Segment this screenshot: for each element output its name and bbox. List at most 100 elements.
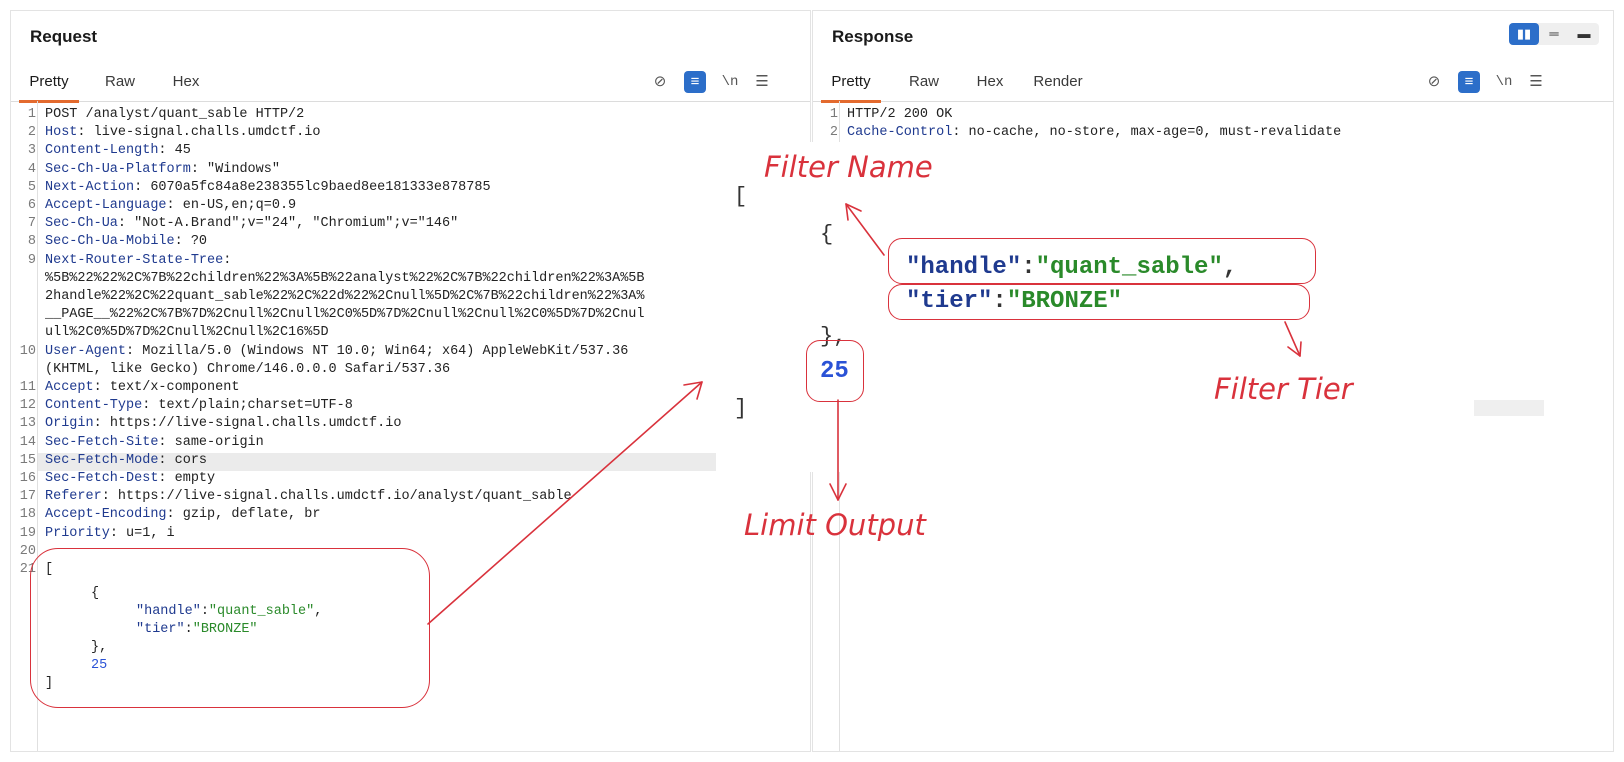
- single-view-icon[interactable]: ▬: [1577, 26, 1591, 41]
- header-value: https://live-signal.challs.umdctf.io/ana…: [109, 489, 572, 505]
- body-handle-line: "handle":"quant_sable",: [136, 604, 323, 619]
- line-number: 3: [27, 143, 36, 159]
- response-tab-raw[interactable]: Raw: [908, 73, 939, 90]
- line-number: 19: [19, 525, 36, 541]
- body-handle-key: "handle": [136, 604, 201, 619]
- code-line: Host: live-signal.challs.umdctf.io: [45, 125, 321, 141]
- header-name: Sec-Ch-Ua: [45, 216, 118, 232]
- line-number: 4: [27, 161, 36, 177]
- header-name: Accept-Language: [45, 198, 167, 213]
- line-number: 8: [27, 234, 36, 250]
- code-line: Accept: text/x-component: [45, 380, 240, 395]
- request-body-highlight-box: [30, 548, 430, 708]
- zoom-open-bracket: [: [734, 184, 748, 209]
- line-number: 1: [829, 107, 838, 122]
- header-name: Next-Action: [45, 179, 135, 195]
- code-line: Accept-Language: en-US,en;q=0.9: [45, 198, 297, 213]
- line-gutter: [37, 101, 38, 751]
- zoom-close-bracket: ]: [734, 396, 748, 421]
- word-wrap-icon[interactable]: ≡: [684, 71, 706, 93]
- header-value: cors: [166, 452, 208, 468]
- header-name: Host: [45, 125, 78, 141]
- header-name: Origin: [45, 416, 94, 432]
- line-number: 10: [19, 343, 36, 359]
- code-line: Sec-Ch-Ua: "Not-A.Brand";v="24", "Chromi…: [45, 216, 459, 232]
- header-value: en-US,en;q=0.9: [174, 198, 297, 213]
- header-name: Content-Type: [45, 398, 143, 414]
- filter-name-arrow: [845, 203, 885, 256]
- code-line: %5B%22%22%2C%7B%22children%22%3A%5B%22an…: [45, 270, 645, 286]
- header-name: Accept-Encoding: [45, 507, 167, 523]
- header-name: Accept: [45, 380, 94, 395]
- request-to-zoom-arrow: [427, 381, 703, 625]
- current-line-highlight: [38, 452, 718, 471]
- menu-icon[interactable]: ☰: [755, 73, 769, 90]
- arrowhead-icon: [829, 483, 847, 501]
- code-line: ull%2C0%5D%7D%2Cnull%2Cnull%2C16%5D: [45, 325, 329, 341]
- header-name: Cache-Control: [847, 125, 953, 141]
- code-line: Content-Length: 45: [45, 143, 191, 159]
- header-value: "Not-A.Brand";v="24", "Chromium";v="146": [126, 216, 459, 232]
- line-number: 14: [19, 434, 36, 450]
- body-tier-key: "tier": [136, 622, 185, 637]
- arrowhead-icon: [845, 203, 862, 221]
- header-name: Next-Router-State-Tree: [45, 252, 224, 268]
- limit-output-label: Limit Output: [744, 508, 926, 542]
- arrowhead-icon: [683, 381, 703, 400]
- response-tab-hex[interactable]: Hex: [976, 73, 1004, 90]
- header-name: Priority: [45, 525, 110, 541]
- line-number: 7: [27, 216, 36, 232]
- line-number: 20: [19, 543, 36, 559]
- code-line: __PAGE__%22%2C%7B%7D%2Cnull%2Cnull%2C0%5…: [45, 307, 645, 323]
- request-tab-hex[interactable]: Hex: [172, 73, 200, 90]
- body-limit: 25: [91, 658, 108, 673]
- header-value: 45: [166, 143, 191, 159]
- header-name: Sec-Fetch-Dest: [45, 471, 159, 486]
- word-wrap-icon[interactable]: ≡: [1458, 71, 1480, 93]
- zoom-handle-value: "quant_sable": [1035, 254, 1223, 281]
- response-tab-pretty[interactable]: Pretty: [821, 63, 881, 103]
- code-line: HTTP/2 200 OK: [847, 107, 953, 122]
- zoom-limit: 25: [820, 358, 849, 385]
- code-line: Accept-Encoding: gzip, deflate, br: [45, 507, 321, 523]
- header-name: Sec-Ch-Ua-Mobile: [45, 234, 175, 250]
- code-line: Cache-Control: no-cache, no-store, max-a…: [847, 125, 1342, 141]
- header-value: text/plain;charset=UTF-8: [150, 398, 353, 414]
- line-number: 16: [19, 471, 36, 486]
- request-title: Request: [30, 27, 98, 46]
- split-view-icon[interactable]: ▮▮: [1509, 23, 1539, 45]
- code-line: 2handle%22%2C%22quant_sable%22%2C%22d%22…: [45, 289, 645, 304]
- header-value: "Windows": [198, 161, 280, 177]
- header-name: User-Agent: [45, 343, 127, 359]
- request-tab-pretty[interactable]: Pretty: [19, 63, 79, 103]
- hide-nonprintable-icon[interactable]: ⊘: [1427, 73, 1441, 90]
- limit-highlight-box: [806, 340, 864, 402]
- zoom-handle-line: "handle":"quant_sable",: [906, 254, 1238, 281]
- zoom-tier-key: "tier": [906, 288, 993, 315]
- zoom-handle-key: "handle": [906, 254, 1022, 281]
- line-number: 6: [27, 198, 36, 213]
- line-number: 12: [19, 398, 36, 414]
- layout-toggle: ▮▮ ═ ▬: [1509, 23, 1599, 45]
- line-number: 2: [829, 125, 838, 141]
- newline-toggle-button[interactable]: \n: [1495, 74, 1513, 90]
- header-name: Content-Length: [45, 143, 159, 159]
- scroll-indicator: [1474, 400, 1544, 416]
- hide-nonprintable-icon[interactable]: ⊘: [653, 73, 667, 90]
- menu-icon[interactable]: ☰: [1529, 73, 1543, 90]
- newline-toggle-button[interactable]: \n: [721, 74, 739, 90]
- body-tier-value: "BRONZE": [192, 622, 258, 637]
- line-number: 5: [27, 179, 36, 195]
- line-number: 13: [19, 416, 36, 432]
- line-number: 17: [19, 489, 36, 505]
- header-value: same-origin: [166, 434, 264, 450]
- horizontal-view-icon[interactable]: ═: [1549, 26, 1559, 41]
- header-value: empty: [166, 471, 216, 486]
- header-value: live-signal.challs.umdctf.io: [85, 125, 321, 141]
- request-tab-raw[interactable]: Raw: [104, 73, 135, 90]
- response-tab-render[interactable]: Render: [1033, 73, 1083, 90]
- code-line: Next-Action: 6070a5fc84a8e238355lc9baed8…: [45, 179, 491, 195]
- code-line: Content-Type: text/plain;charset=UTF-8: [45, 398, 353, 414]
- code-line: Referer: https://live-signal.challs.umdc…: [45, 489, 572, 505]
